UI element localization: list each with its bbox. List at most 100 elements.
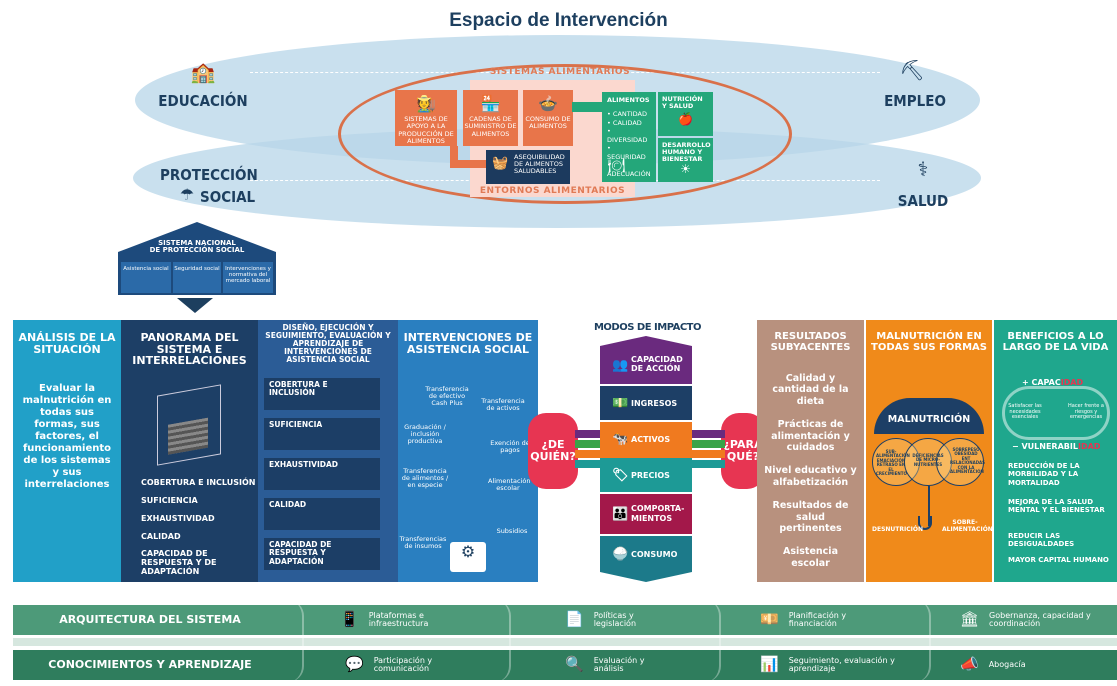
- family-umbrella-icon: ☂: [179, 185, 195, 204]
- house-column-labour-market: Intervenciones y normativa del mercado l…: [223, 262, 273, 293]
- mode-agency: 👥CAPACIDAD DE ACCIÓN: [600, 346, 692, 384]
- bowl-icon: 🍲: [538, 94, 558, 113]
- food-systems-ellipse: [338, 64, 792, 204]
- server-cube-icon: [157, 384, 221, 466]
- outcome-feeding: Prácticas de alimentación y cuidados: [771, 419, 850, 453]
- micronutrients-text: DEFICIENCIAS DE MICRO-NUTRIENTES: [912, 453, 944, 467]
- chat-icon: 💬: [345, 655, 364, 674]
- outcomes-title: RESULTADOS SUBYACENTES: [770, 331, 851, 353]
- production-support-box: 🧑‍🌾 SISTEMAS DE APOYO A LA PRODUCCIÓN DE…: [395, 90, 457, 146]
- connector-orange-h: [450, 160, 488, 168]
- employment-label: EMPLEO: [884, 92, 946, 110]
- house-down-arrow: [177, 298, 213, 313]
- interventions-column: INTERVENCIONES DE ASISTENCIA SOCIAL Tran…: [398, 320, 538, 582]
- mode-income: 💵INGRESOS: [600, 386, 692, 420]
- design-item-comprehensiveness: EXHAUSTIVIDAD: [264, 458, 380, 490]
- outcome-education: Nivel educativo y alfabetización: [764, 465, 857, 488]
- benefit-morbidity: REDUCCIÓN DE LA MORBILIDAD Y LA MORTALID…: [1008, 462, 1080, 487]
- circle-overweight: [936, 438, 984, 486]
- health-label: SALUD: [897, 192, 949, 210]
- house-title: SISTEMA NACIONAL DE PROTECCIÓN SOCIAL: [149, 239, 245, 255]
- document-icon: 📄: [565, 610, 584, 629]
- overview-item-sufficiency: SUFICIENCIA: [141, 496, 198, 505]
- modes-bottom-cap: [600, 572, 692, 582]
- overweight-text: SOBREPESO OBESIDAD ENT RELACIONADAS CON …: [950, 447, 986, 474]
- footer-participation: 💬Participación y comunicación: [345, 655, 433, 674]
- caduceus-icon: ⚕: [917, 157, 929, 181]
- school-icon: 🏫: [190, 60, 216, 84]
- overview-item-coverage: COBERTURA E INCLUSIÓN: [141, 478, 256, 487]
- sun-icon: ☀: [680, 162, 691, 177]
- footer-row-knowledge: [13, 650, 1117, 680]
- umbrella-handle: [928, 486, 930, 526]
- design-item-responsiveness: CAPACIDAD DE RESPUESTA Y ADAPTACIÓN: [264, 538, 380, 570]
- social-protection-label: PROTECCIÓN: [160, 166, 258, 184]
- capacity-label: + CAPACIDAD: [1022, 378, 1084, 387]
- who-badge: ¿DE QUIÉN?: [528, 413, 578, 489]
- interventions-title: INTERVENCIONES DE ASISTENCIA SOCIAL: [403, 331, 533, 356]
- malnutrition-column: MALNUTRICIÓN EN TODAS SUS FORMAS MALNUTR…: [866, 320, 993, 582]
- price-tag-icon: 🏷: [612, 467, 629, 483]
- design-column: DISEÑO, EJECUCIÓN Y SEGUIMIENTO, EVALUAC…: [258, 320, 398, 582]
- education-label: EDUCACIÓN: [158, 92, 248, 110]
- footer-policies: 📄Políticas y legislación: [565, 610, 637, 629]
- footer-separator: [13, 638, 1117, 646]
- mode-prices: 🏷PRECIOS: [600, 458, 692, 492]
- puzzle-divider-1: [288, 600, 304, 682]
- mode-assets: 🐄ACTIVOS: [600, 422, 692, 456]
- malnutrition-title: MALNUTRICIÓN EN TODAS SUS FORMAS: [871, 331, 987, 353]
- page-title: Espacio de Intervención: [449, 10, 668, 31]
- presentation-icon: 📊: [760, 655, 779, 674]
- plate-icon: 🍽: [608, 158, 626, 174]
- footer-row-architecture: [13, 605, 1117, 635]
- overview-item-comprehensiveness: EXHAUSTIVIDAD: [141, 514, 215, 523]
- foods-box: ALIMENTOS • CANTIDAD • CALIDAD • DIVERSI…: [602, 92, 656, 182]
- benefit-mental-health: MEJORA DE LA SALUD MENTAL Y EL BIENESTAR: [1008, 498, 1105, 515]
- puzzle-divider-3: [705, 600, 721, 682]
- magnifier-icon: 🔍: [565, 655, 584, 674]
- institution-icon: 🏛: [960, 610, 980, 629]
- cow-icon: 🐄: [612, 431, 629, 447]
- people-icon: 👥: [612, 357, 629, 373]
- puzzle-divider-2: [495, 600, 511, 682]
- intervention-assets: Transferencia de activos: [481, 397, 525, 413]
- food-environments-label: ENTORNOS ALIMENTARIOS: [479, 186, 626, 196]
- analysis-body: Evaluar la malnutrición en todas sus for…: [22, 383, 112, 491]
- intervention-graduation: Graduación / inclusión productiva: [404, 423, 446, 446]
- design-item-quality: CALIDAD: [264, 498, 380, 530]
- affordability-box: 🧺 ASEQUIBILIDAD DE ALIMENTOS SALUDABLES: [486, 150, 570, 184]
- toolbox-icon: ⚙: [450, 542, 486, 572]
- supply-chain-box: 🏪 CADENAS DE SUMINISTRO DE ALIMENTOS: [463, 90, 518, 146]
- outcomes-column: RESULTADOS SUBYACENTES Calidad y cantida…: [757, 320, 864, 582]
- farmer-icon: 🧑‍🌾: [416, 94, 436, 113]
- modes-title: MODOS DE IMPACTO: [593, 322, 702, 333]
- undernutrition-label: DESNUTRICIÓN: [872, 526, 923, 533]
- benefit-inequality: REDUCIR LAS DESIGUALDADES: [1008, 532, 1075, 549]
- benefits-column: BENEFICIOS A LO LARGO DE LA VIDA + CAPAC…: [994, 320, 1117, 582]
- overview-item-quality: CALIDAD: [141, 532, 181, 541]
- food-systems-label: SISTEMAS ALIMENTARIOS: [489, 67, 631, 77]
- footer-planning: 💴Planificación y financiación: [760, 610, 847, 629]
- family-icon: 👪: [612, 506, 629, 522]
- puzzle-divider-4: [915, 600, 931, 682]
- capacity-ring: [1002, 386, 1110, 440]
- intervention-cash: Transferencia de efectivo Cash Plus: [425, 385, 469, 408]
- mode-consumption: 🍚CONSUMO: [600, 536, 692, 572]
- benefits-title: BENEFICIOS A LO LARGO DE LA VIDA: [1002, 331, 1109, 353]
- umbrella-canopy: [874, 398, 984, 434]
- outcome-diet: Calidad y cantidad de la dieta: [772, 373, 849, 407]
- intervention-food-transfer: Transferencia de alimentos / en especie: [401, 467, 449, 490]
- footer-governance: 🏛Gobernanza, capacidad y coordinación: [960, 610, 1091, 629]
- basket-icon: 🧺: [492, 156, 509, 171]
- analysis-column: ANÁLISIS DE LA SITUACIÓN Evaluar la maln…: [13, 320, 121, 582]
- cash-icon: 💴: [760, 610, 779, 629]
- outcome-school-attendance: Asistencia escolar: [783, 546, 838, 569]
- design-item-sufficiency: SUFICIENCIA: [264, 418, 380, 450]
- analysis-title: ANÁLISIS DE LA SITUACIÓN: [18, 331, 116, 356]
- modes-top-cap: [600, 336, 692, 346]
- money-icon: 💵: [612, 395, 629, 411]
- connector-orange: [450, 146, 458, 164]
- apple-icon: 🍎: [678, 112, 693, 127]
- design-item-coverage: COBERTURA E INCLUSIÓN: [264, 378, 380, 410]
- mode-behaviour: 👪COMPORTA- MIENTOS: [600, 494, 692, 534]
